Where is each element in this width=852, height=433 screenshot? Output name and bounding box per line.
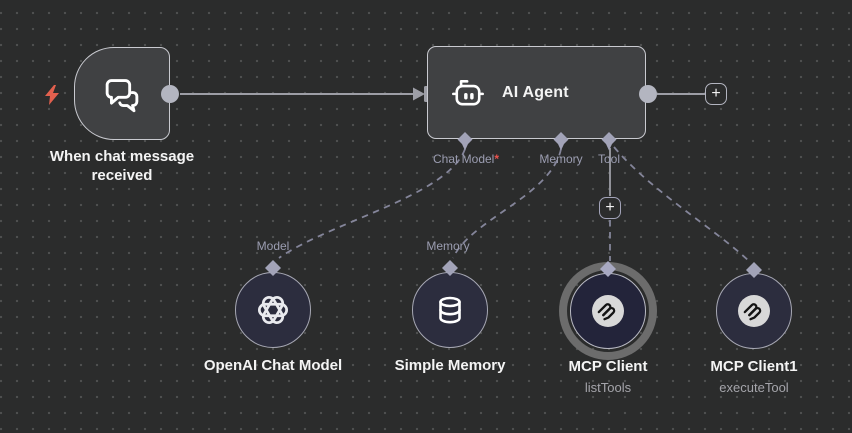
trigger-output-endpoint[interactable] [161, 85, 179, 103]
mcp-client1-node-label: MCP Client1 [710, 358, 798, 375]
agent-node-title: AI Agent [502, 83, 569, 101]
port-label-memory: Memory [539, 152, 583, 166]
edge-chatmodel-to-openai [278, 148, 466, 259]
port-label-chat-model: Chat Model* [433, 152, 499, 166]
mcp-client-operation-label: listTools [584, 380, 632, 395]
openai-input-connector[interactable] [265, 260, 281, 276]
edge-memory-to-simplememory [452, 148, 562, 259]
port-label-text: Chat Model [432, 152, 495, 166]
simple-memory-port-label: Memory [426, 239, 470, 253]
openai-node-label: OpenAI Chat Model [203, 357, 343, 374]
add-node-button[interactable]: + [705, 83, 727, 105]
database-icon [439, 296, 461, 324]
mcp-logo-icon [738, 295, 770, 327]
node-simple-memory[interactable] [412, 272, 488, 348]
mcp-client-node-label: MCP Client [568, 358, 648, 375]
port-label-tool: Tool [597, 152, 621, 166]
trigger-node-label: When chat message received [49, 148, 195, 184]
edge-tool-to-mcp-client1 [613, 146, 751, 263]
edge-arrowhead [413, 87, 425, 101]
simple-memory-node-label: Simple Memory [394, 357, 506, 374]
agent-chat-model-connector[interactable] [457, 132, 473, 151]
node-mcp-client[interactable] [570, 273, 646, 349]
chat-bubbles-icon [105, 78, 139, 112]
node-chat-trigger[interactable] [74, 47, 170, 140]
node-openai-chat-model[interactable] [235, 272, 311, 348]
node-mcp-client1[interactable] [716, 273, 792, 349]
add-tool-button[interactable]: + [599, 197, 621, 219]
lightning-bolt-icon [45, 85, 59, 105]
mcp-client-input-connector[interactable] [600, 261, 616, 277]
openai-logo-icon [257, 296, 289, 324]
required-asterisk: * [494, 152, 500, 166]
agent-output-endpoint[interactable] [639, 85, 657, 103]
agent-memory-connector[interactable] [553, 132, 569, 151]
openai-port-label: Model [256, 239, 290, 253]
mcp-client1-operation-label: executeTool [719, 380, 789, 395]
simple-memory-input-connector[interactable] [442, 260, 458, 276]
robot-icon [452, 79, 484, 106]
node-ai-agent[interactable]: AI Agent [427, 46, 646, 139]
agent-tool-connector[interactable] [601, 132, 617, 151]
mcp-logo-icon [592, 295, 624, 327]
mcp-client1-input-connector[interactable] [746, 262, 762, 278]
